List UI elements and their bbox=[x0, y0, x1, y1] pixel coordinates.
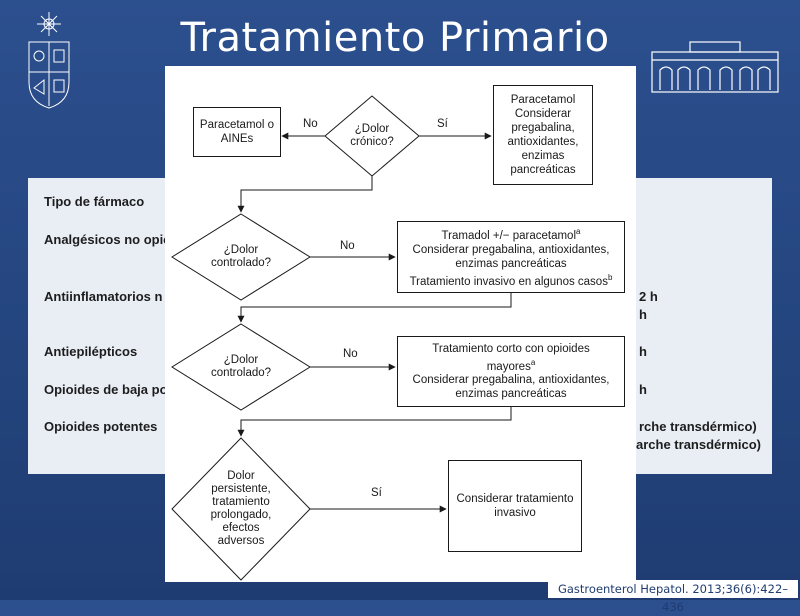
decision-diamond bbox=[171, 323, 311, 411]
decision-controlled-pain-text: ¿Dolor controlado? bbox=[210, 354, 272, 379]
table-fragment: h bbox=[639, 307, 647, 322]
box-line: Tramadol +/− paracetamol bbox=[441, 230, 576, 242]
branch-label-yes: Sí bbox=[371, 487, 382, 499]
box-line: Considerar pregabalina, antioxidantes, bbox=[412, 244, 610, 256]
table-row-label: Opioides de baja po bbox=[44, 382, 168, 397]
branch-label-yes: Sí bbox=[437, 118, 448, 130]
table-fragment: h bbox=[639, 382, 647, 397]
table-fragment: h bbox=[639, 344, 647, 359]
table-fragment: rche transdérmico) bbox=[639, 419, 757, 434]
building-logo bbox=[650, 40, 780, 95]
box-line: enzimas pancreáticas bbox=[455, 258, 567, 270]
box-line: Tratamiento invasivo en algunos casos bbox=[409, 275, 608, 288]
box-line: mayores bbox=[486, 360, 531, 373]
footnote-mark: b bbox=[607, 273, 613, 282]
university-crest-logo bbox=[24, 10, 74, 110]
treatment-box-paracetamol-pregabalina: Paracetamol Considerar pregabalina, anti… bbox=[493, 85, 593, 185]
branch-label-no: No bbox=[340, 240, 355, 252]
branch-label-no: No bbox=[303, 118, 318, 130]
table-fragment: 2 h bbox=[639, 289, 658, 304]
table-header: Tipo de fármaco bbox=[44, 194, 145, 209]
decision-persistent-pain-text: Dolor persistente, tratamiento prolongad… bbox=[210, 470, 272, 547]
table-row-label: Analgésicos no opio bbox=[44, 232, 172, 247]
footnote-mark: a bbox=[530, 357, 536, 367]
treatment-box-tramadol: Tramadol +/− paracetamola Considerar pre… bbox=[397, 221, 625, 293]
citation: Gastroenterol Hepatol. 2013;36(6):422–43… bbox=[548, 580, 798, 614]
decision-diamond bbox=[171, 213, 311, 301]
footnote-mark: a bbox=[576, 227, 581, 237]
decision-chronic-pain-text: ¿Dolor crónico? bbox=[350, 123, 394, 148]
decision-diamond bbox=[171, 437, 311, 581]
flowchart-connectors bbox=[171, 95, 512, 581]
table-row-label: Opioides potentes bbox=[44, 419, 158, 434]
treatment-box-paracetamol-aines: Paracetamol o AINEs bbox=[193, 107, 281, 157]
table-row-label: Antiinflamatorios n bbox=[44, 289, 163, 304]
table-fragment: arche transdérmico) bbox=[636, 437, 761, 452]
table-row-label: Antiepilépticos bbox=[44, 344, 138, 359]
treatment-box-opioids: Tratamiento corto con opioides mayoresa … bbox=[397, 336, 625, 407]
treatment-box-invasive: Considerar tratamiento invasivo bbox=[448, 460, 582, 552]
decision-controlled-pain-text: ¿Dolor controlado? bbox=[210, 244, 272, 269]
slide-title: Tratamiento Primario bbox=[180, 15, 610, 61]
box-line: Tratamiento corto con opioides bbox=[432, 342, 590, 355]
branch-label-no: No bbox=[343, 348, 358, 360]
box-line: enzimas pancreáticas bbox=[455, 388, 567, 401]
box-line: Considerar pregabalina, antioxidantes, bbox=[412, 374, 610, 387]
